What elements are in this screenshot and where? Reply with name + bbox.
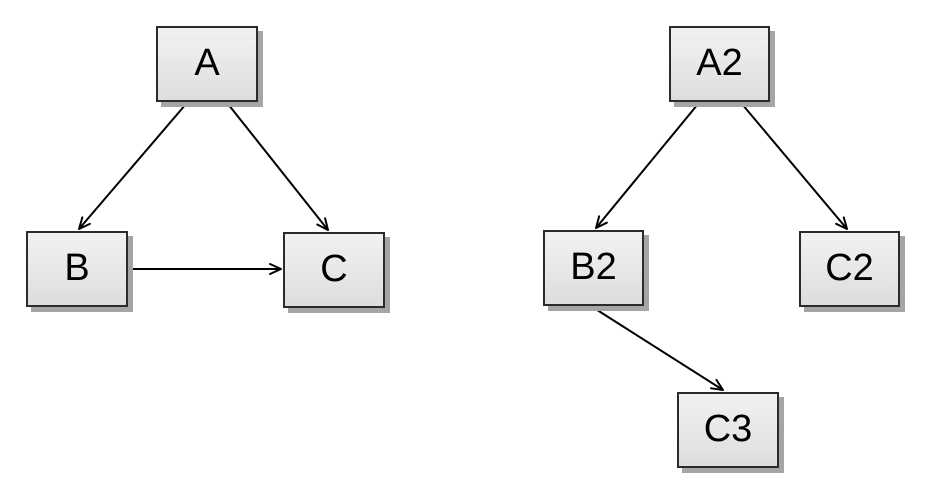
node-label: C [320, 248, 348, 290]
edge-A2-C2 [741, 103, 848, 230]
node-label: B [64, 247, 90, 289]
node-B2[interactable]: B2 [543, 230, 644, 306]
node-A[interactable]: A [156, 26, 258, 102]
edge-A-C [227, 103, 329, 231]
node-label: C2 [825, 247, 874, 289]
edge-B2-C3 [593, 307, 724, 391]
node-label: A [194, 42, 220, 84]
node-label: C3 [703, 408, 753, 450]
node-C[interactable]: C [283, 232, 385, 308]
node-B[interactable]: B [26, 231, 128, 307]
node-A2[interactable]: A2 [669, 26, 770, 102]
node-C3[interactable]: C3 [677, 392, 779, 468]
node-label: A2 [696, 42, 743, 84]
edge-A2-B2 [595, 103, 699, 229]
node-label: B2 [570, 246, 617, 288]
edges-group [78, 103, 848, 391]
node-C2[interactable]: C2 [799, 231, 900, 307]
edge-A-B [78, 103, 187, 230]
